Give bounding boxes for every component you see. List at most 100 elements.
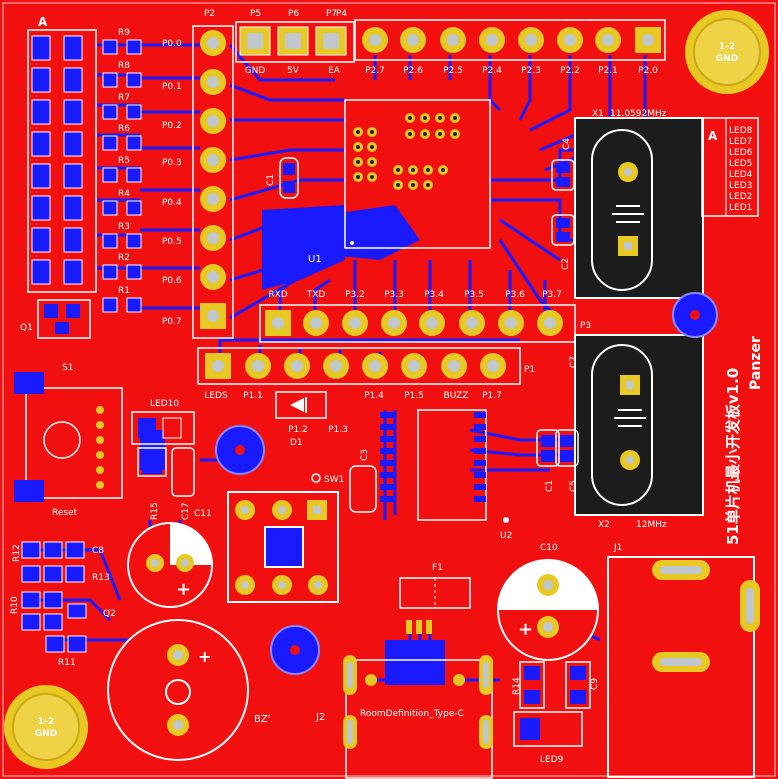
led-legend-label: LED7 xyxy=(729,137,752,147)
crystal-x2: X2 12MHz xyxy=(574,334,704,530)
p3-pin-label: P3.4 xyxy=(424,290,444,300)
p1-pin-label: P1.7 xyxy=(482,391,502,401)
author-label: Panzer xyxy=(748,336,764,390)
led-bar-anode-mark: A xyxy=(38,15,48,29)
led-bar-pad xyxy=(63,259,83,285)
x1-ref: X1 xyxy=(592,109,604,119)
mount-hole-bottom-left: 1-2 GND xyxy=(4,685,88,769)
header-p1-pins xyxy=(205,353,506,379)
c3-label: C3 xyxy=(360,449,370,461)
resistor-pad xyxy=(102,200,118,216)
resistor-label: R4 xyxy=(118,189,130,199)
p1-pin-label: LEDS xyxy=(204,391,228,401)
header-p2-pins xyxy=(200,30,226,329)
u2-pin xyxy=(380,460,394,466)
resistor-pad xyxy=(126,167,142,183)
c10-label: C10 xyxy=(540,543,558,553)
p0-pin-label: P0.1 xyxy=(162,82,182,92)
bz-label: BZ' xyxy=(254,714,270,725)
sw1-label: SW1 xyxy=(324,475,344,485)
svg-text:A: A xyxy=(708,129,718,143)
led-legend-label: LED6 xyxy=(729,148,753,158)
r12-label: R12 xyxy=(12,544,22,562)
u2-pin xyxy=(474,472,486,478)
resistor-label: R8 xyxy=(118,61,130,71)
resistor-pad xyxy=(102,39,118,55)
d1-label: D1 xyxy=(290,438,303,448)
p3-pin-label: RXD xyxy=(268,290,287,300)
resistor-pad xyxy=(126,135,142,151)
cap-c1-small: C1 xyxy=(266,157,299,199)
header-p2: P2 xyxy=(192,9,234,339)
p7-label: P7 xyxy=(326,9,337,19)
led-bar-pad xyxy=(31,131,51,157)
resistor-pad xyxy=(126,200,142,216)
r15-label: R15 xyxy=(150,502,160,520)
p4-pin-label: P2.7 xyxy=(365,66,385,76)
mount-label-top: 1-2 xyxy=(38,717,54,727)
dc-jack-j1: J1 xyxy=(607,543,760,778)
c4-label: C4 xyxy=(562,138,572,150)
p0-pin-label: P0.0 xyxy=(162,39,182,49)
c1-small-label: C1 xyxy=(266,174,276,186)
p0-labels: P0.0P0.1P0.2P0.3P0.4P0.5P0.6P0.7 xyxy=(162,39,182,327)
resistor-label: R2 xyxy=(118,253,130,263)
chip-u2-pins xyxy=(380,412,486,502)
switch-sw1: SW1 xyxy=(227,473,344,603)
resistor-pad xyxy=(126,104,142,120)
p3-pin-label: TXD xyxy=(306,290,326,300)
u2-pin xyxy=(474,436,486,442)
p1-pin-label: P1.5 xyxy=(404,391,424,401)
resistor-pad xyxy=(102,135,118,151)
p0-pin-label: P0.6 xyxy=(162,276,182,286)
led-bar-pad xyxy=(63,131,83,157)
c8-label: C8 xyxy=(92,546,104,556)
p4-pin-label: P2.5 xyxy=(443,66,463,76)
usb-label: RoomDefinition_Type-C xyxy=(360,709,464,719)
c11-label: C11 xyxy=(194,509,212,519)
r14-label: R14 xyxy=(512,677,522,695)
board-title: 51单片机最小开发板v1.0 xyxy=(724,368,742,545)
resistor-label: R5 xyxy=(118,156,130,166)
led-legend-label: LED1 xyxy=(729,203,752,213)
header-p4: P4 xyxy=(336,9,666,61)
svg-text:+: + xyxy=(518,619,533,640)
led-bar: A xyxy=(27,15,97,293)
resistor-label: R6 xyxy=(118,124,130,134)
header-p3-label: P3 xyxy=(580,321,591,331)
p4-pin-label: P2.0 xyxy=(638,66,658,76)
power-led-group xyxy=(513,661,591,747)
r10-label: R10 xyxy=(10,596,20,614)
led-legend-label: LED5 xyxy=(729,159,752,169)
u2-pin xyxy=(474,424,486,430)
c9-label: C9 xyxy=(590,678,600,690)
led-legend-label: LED3 xyxy=(729,181,752,191)
resistor-pad xyxy=(102,297,118,313)
u2-pin xyxy=(380,484,394,490)
header-p4-pins xyxy=(362,27,661,53)
cap-electrolytic-c10: + C10 xyxy=(497,543,599,661)
p3-pin-label: P3.7 xyxy=(542,290,562,300)
p4-pin-label: P2.4 xyxy=(482,66,502,76)
q2-label: Q2 xyxy=(103,609,116,619)
u2-pin xyxy=(380,424,394,430)
led-bar-pad xyxy=(63,67,83,93)
header-p3-pins xyxy=(265,310,563,336)
resistor-label: R9 xyxy=(118,28,130,38)
mcu-u1: U1 xyxy=(308,99,491,265)
led-bar-pad xyxy=(31,99,51,125)
p0-pin-label: P0.2 xyxy=(162,121,182,131)
v5-label: 5V xyxy=(287,66,300,76)
led-bar-pad xyxy=(63,227,83,253)
c1-label: C1 xyxy=(545,480,555,492)
transistor-q1: Q1 xyxy=(20,299,91,339)
mount-label-top: 1-2 xyxy=(719,42,735,52)
resistor-pad xyxy=(102,233,118,249)
f1-label: F1 xyxy=(432,563,443,573)
led-bar-pads xyxy=(31,35,83,285)
